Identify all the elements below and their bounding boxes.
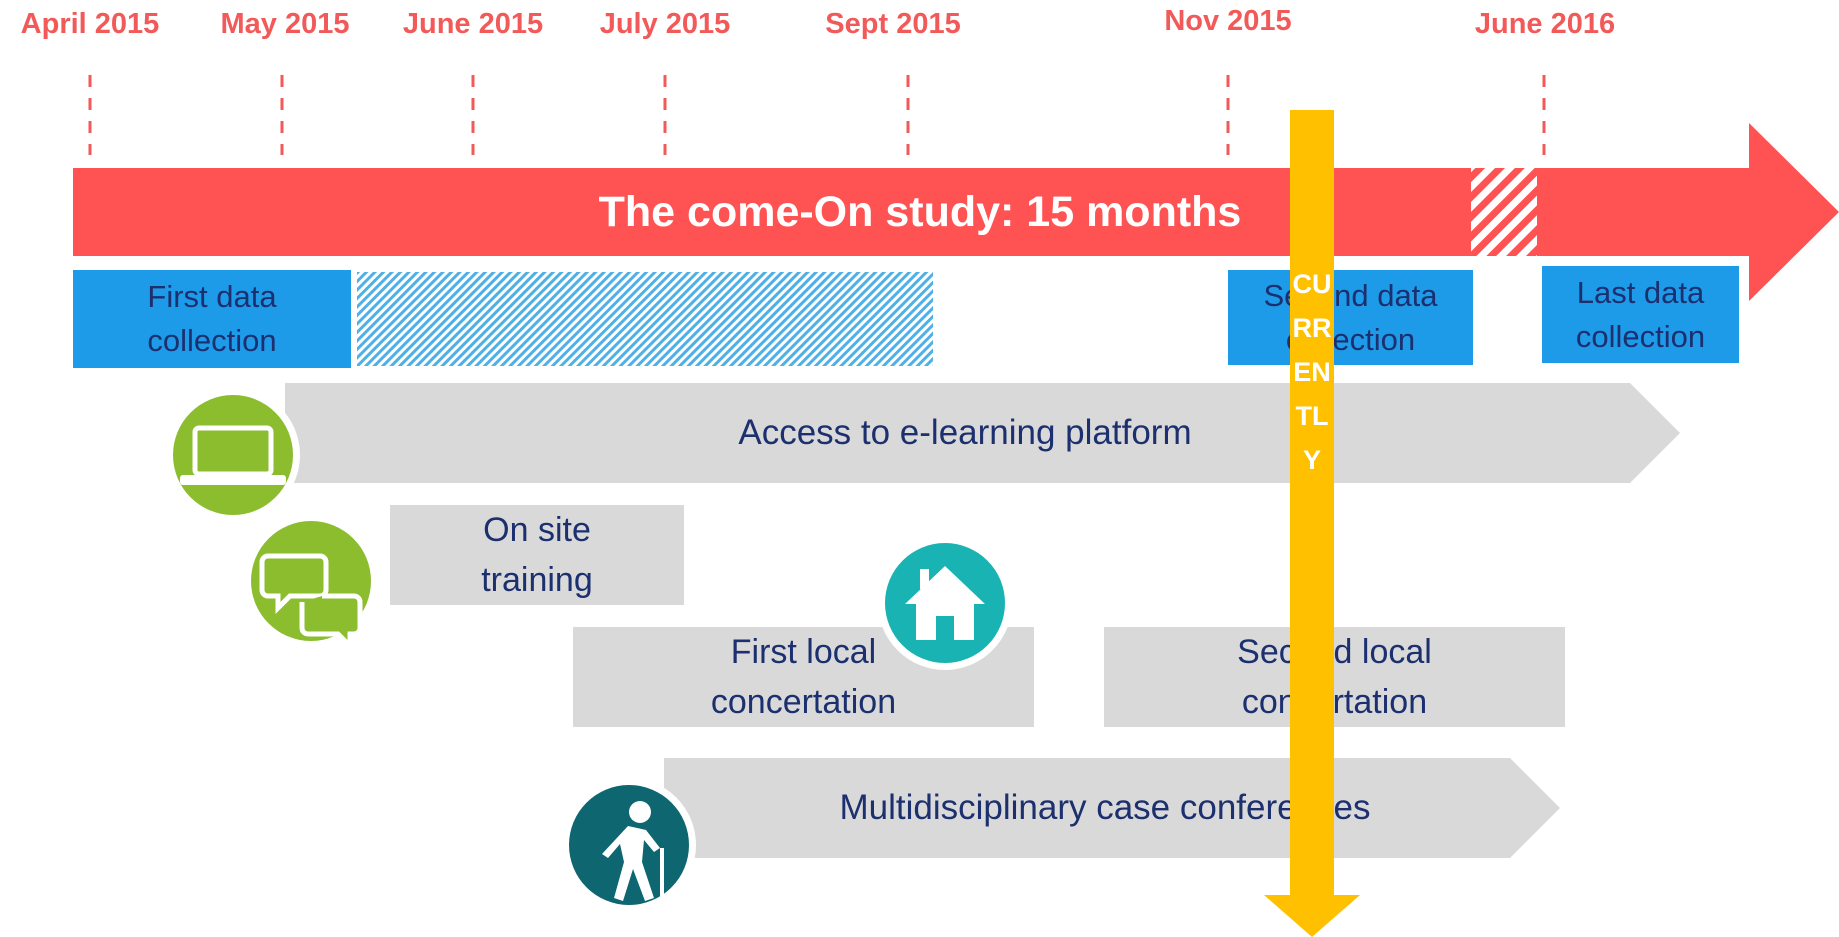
date-june-2015: June 2015 (402, 8, 544, 40)
timeline-arrowhead (1537, 123, 1839, 301)
case-conferences-label: Multidisciplinary case conferences (839, 788, 1371, 827)
elearning-label: Access to e-learning platform (738, 413, 1192, 452)
last-data-collection: Last data collection (1542, 266, 1739, 363)
timeline-bar (73, 168, 1471, 256)
date-sept-2015: Sept 2015 (825, 8, 961, 40)
elderly-person-icon (562, 778, 696, 912)
hatched-intervention-period (357, 272, 933, 366)
main-arrow-title: The come-On study: 15 months (598, 187, 1242, 236)
currently-label: CURRENTLY (1292, 269, 1332, 475)
first-local-concertation: First local concertation (573, 627, 1034, 727)
date-nov-2015: Nov 2015 (1164, 5, 1292, 37)
laptop-icon (166, 388, 300, 522)
second-local-concertation: Second local concertation (1104, 627, 1565, 727)
date-july-2015: July 2015 (599, 8, 731, 40)
date-april-2015: April 2015 (20, 8, 160, 40)
second-data-collection: Second data collection (1228, 270, 1473, 365)
timeline-hatched-segment (1471, 168, 1537, 256)
case-conferences-arrow-shape (664, 758, 1560, 858)
chat-bubbles-icon (244, 514, 378, 653)
first-data-collection: First data collection (73, 270, 351, 368)
currently-arrowhead (1264, 895, 1360, 937)
onsite-training: On site training (390, 505, 684, 605)
date-may-2015: May 2015 (220, 8, 350, 40)
date-june-2016: June 2016 (1474, 8, 1616, 40)
